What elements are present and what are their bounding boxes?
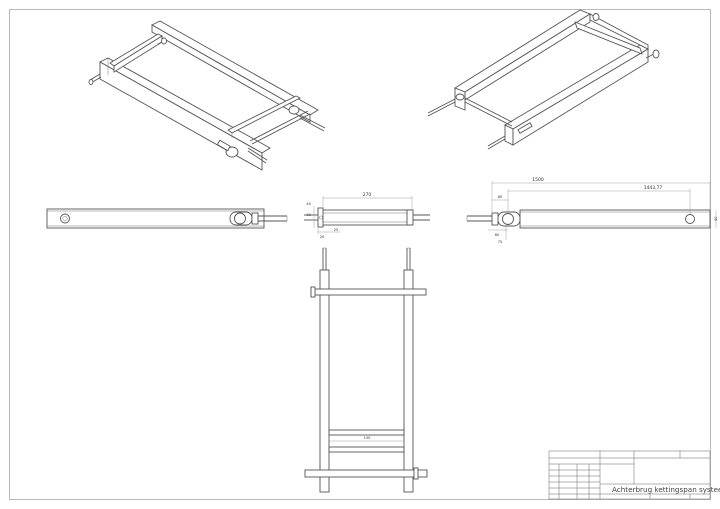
dim-end-width: 270 xyxy=(363,192,372,198)
isometric-view-right xyxy=(427,9,660,150)
sheet-border xyxy=(9,9,711,500)
side-view-left xyxy=(46,208,288,229)
drawing-title: Achterbrug kettingspan systeem xyxy=(612,485,720,494)
dim-side-inner: 1443,77 xyxy=(644,185,663,191)
end-view: 270 40 30 20 25 xyxy=(304,192,430,239)
dim-side-left-a: 60 xyxy=(495,233,500,237)
dim-top-inner: 150 xyxy=(364,436,372,440)
dim-side-offset: 60 xyxy=(498,195,503,199)
isometric-view-left xyxy=(88,20,326,171)
dim-side-height: 40 xyxy=(714,216,718,221)
title-block: Achterbrug kettingspan systeem xyxy=(548,450,720,500)
dim-end-right: 25 xyxy=(334,228,339,232)
dim-side-overall: 1500 xyxy=(532,177,544,183)
side-view-right: 1500 1443,77 40 60 60 75 xyxy=(466,177,718,244)
dim-end-h1: 40 xyxy=(306,202,311,206)
dim-end-h2: 30 xyxy=(306,213,311,217)
dim-end-left: 20 xyxy=(320,235,325,239)
dim-side-left-b: 75 xyxy=(498,240,503,244)
top-view: 150 xyxy=(304,247,428,493)
